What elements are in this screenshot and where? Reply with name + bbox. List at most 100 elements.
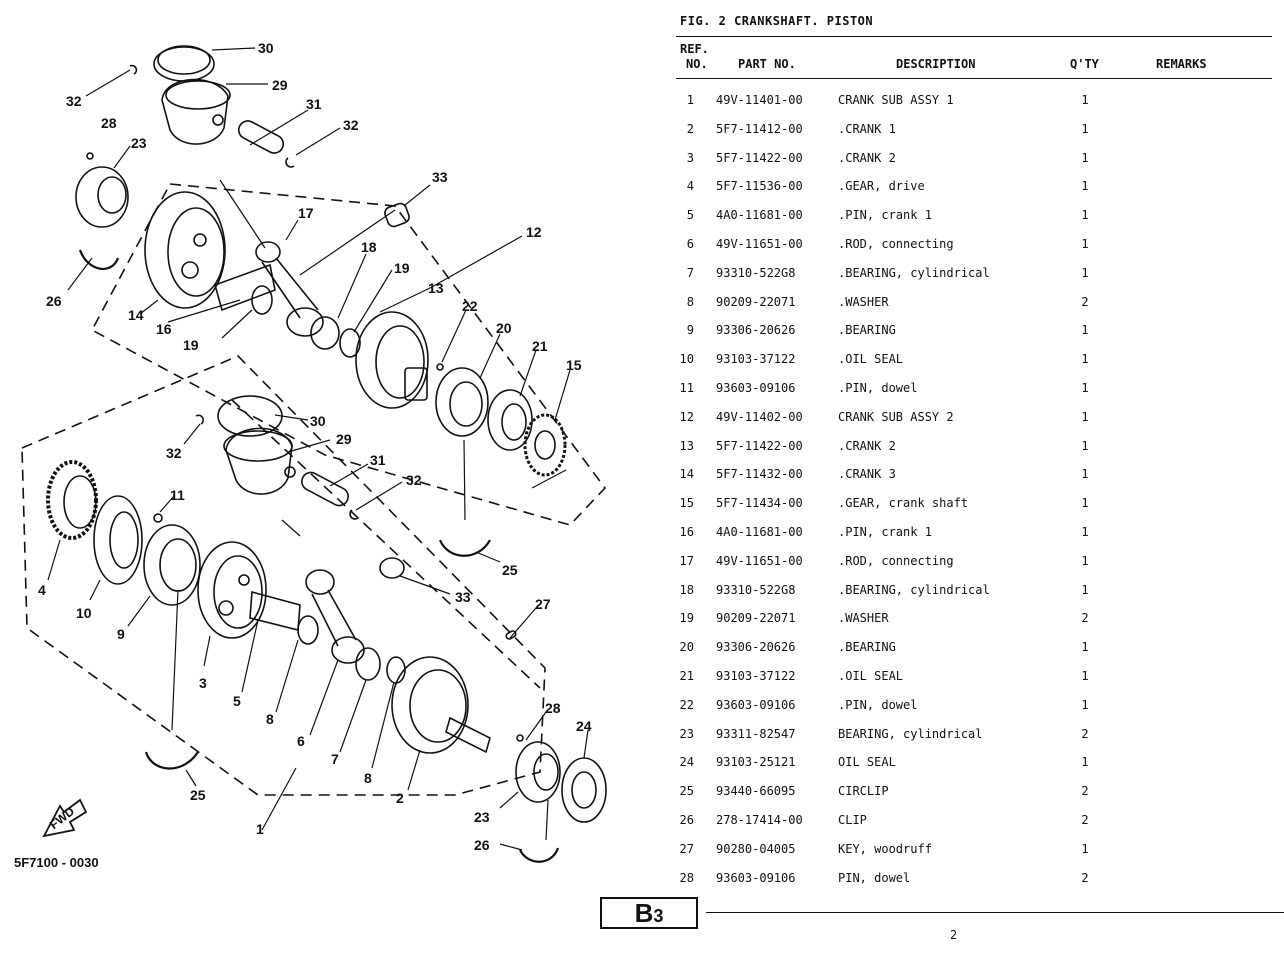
page-number: 2 bbox=[950, 928, 958, 942]
description: .CRANK 2 bbox=[838, 150, 896, 165]
needle-bearing-33-upper bbox=[384, 202, 410, 228]
callout-32: 32 bbox=[166, 445, 182, 461]
description: .OIL SEAL bbox=[838, 352, 904, 367]
ref-no: 19 bbox=[679, 611, 694, 626]
ref-no: 18 bbox=[679, 582, 694, 597]
quantity: 2 bbox=[1081, 784, 1089, 799]
description: CRANK SUB ASSY 1 bbox=[838, 93, 954, 107]
part-no: 90209-22071 bbox=[716, 294, 796, 309]
quantity: 1 bbox=[1081, 93, 1089, 107]
quantity: 1 bbox=[1081, 409, 1089, 424]
part-no: 5F7-11536-00 bbox=[716, 179, 803, 194]
quantity: 1 bbox=[1081, 323, 1089, 338]
quantity: 1 bbox=[1081, 179, 1089, 194]
washer-8-lower bbox=[297, 615, 319, 645]
callout-22: 22 bbox=[462, 298, 478, 314]
quantity: 1 bbox=[1081, 438, 1089, 453]
callout-33: 33 bbox=[455, 589, 471, 605]
quantity: 1 bbox=[1081, 755, 1089, 770]
part-no: 90209-22071 bbox=[716, 611, 796, 626]
description: .PIN, dowel bbox=[838, 697, 918, 712]
callout-5: 5 bbox=[233, 693, 241, 709]
callout-28: 28 bbox=[545, 700, 561, 716]
ref-no: 20 bbox=[679, 640, 694, 655]
description: .PIN, dowel bbox=[838, 381, 918, 395]
description: .PIN, crank 1 bbox=[838, 208, 932, 223]
ref-no: 4 bbox=[686, 179, 694, 194]
quantity: 1 bbox=[1081, 150, 1089, 165]
header-part-no: PART NO. bbox=[738, 57, 796, 71]
callout-12: 12 bbox=[526, 224, 542, 240]
bearing-20 bbox=[435, 367, 489, 437]
description: .CRANK 3 bbox=[838, 467, 896, 482]
ref-no: 14 bbox=[679, 467, 694, 482]
callout-8: 8 bbox=[364, 770, 372, 786]
crank-3 bbox=[197, 541, 267, 639]
callout-32: 32 bbox=[406, 472, 422, 488]
description: .ROD, connecting bbox=[838, 237, 954, 251]
gear-4 bbox=[46, 460, 98, 540]
ref-no: 2 bbox=[686, 121, 694, 136]
part-no: 49V-11651-00 bbox=[716, 237, 803, 251]
callout-25: 25 bbox=[502, 562, 518, 578]
washer-19-upper bbox=[251, 285, 273, 315]
bearing-7 bbox=[355, 647, 381, 681]
part-no: 4A0-11681-00 bbox=[716, 208, 803, 223]
quantity: 2 bbox=[1081, 611, 1089, 626]
callout-2: 2 bbox=[396, 790, 404, 806]
part-no: 5F7-11412-00 bbox=[716, 121, 803, 136]
header-no: NO. bbox=[686, 57, 708, 71]
quantity: 2 bbox=[1081, 726, 1089, 741]
quantity: 1 bbox=[1081, 553, 1089, 568]
callout-31: 31 bbox=[306, 96, 322, 112]
description: CIRCLIP bbox=[838, 784, 889, 799]
callout-10: 10 bbox=[76, 605, 92, 621]
callout-1: 1 bbox=[256, 821, 264, 837]
ref-no: 3 bbox=[686, 150, 694, 165]
header-top-rule bbox=[676, 36, 1272, 37]
description: CRANK SUB ASSY 2 bbox=[838, 409, 954, 424]
quantity: 1 bbox=[1081, 381, 1089, 395]
description: .WASHER bbox=[838, 294, 889, 309]
part-no: 5F7-11434-00 bbox=[716, 496, 803, 511]
callout-32: 32 bbox=[343, 117, 359, 133]
callout-15: 15 bbox=[566, 357, 582, 373]
part-no: 93103-37122 bbox=[716, 669, 796, 683]
part-no: 93603-09106 bbox=[716, 381, 796, 395]
part-no: 93603-09106 bbox=[716, 870, 796, 885]
page-code: B bbox=[634, 898, 654, 928]
drawing-code: 5F7100 - 0030 bbox=[14, 855, 99, 870]
callout-9: 9 bbox=[117, 626, 125, 642]
callout-27: 27 bbox=[535, 596, 551, 612]
callout-28: 28 bbox=[101, 115, 117, 131]
fwd-arrow-icon bbox=[42, 798, 88, 838]
quantity: 1 bbox=[1081, 841, 1089, 856]
quantity: 1 bbox=[1081, 582, 1089, 597]
ref-no: 15 bbox=[679, 496, 694, 511]
ref-no: 7 bbox=[686, 265, 694, 280]
quantity: 1 bbox=[1081, 669, 1089, 683]
callout-19: 19 bbox=[183, 337, 199, 353]
description: PIN, dowel bbox=[838, 870, 911, 885]
part-no: 4A0-11681-00 bbox=[716, 525, 803, 539]
description: .OIL SEAL bbox=[838, 669, 904, 683]
diagram-drawing bbox=[21, 45, 607, 863]
oil-seal-21 bbox=[487, 389, 533, 451]
callout-31: 31 bbox=[370, 452, 386, 468]
